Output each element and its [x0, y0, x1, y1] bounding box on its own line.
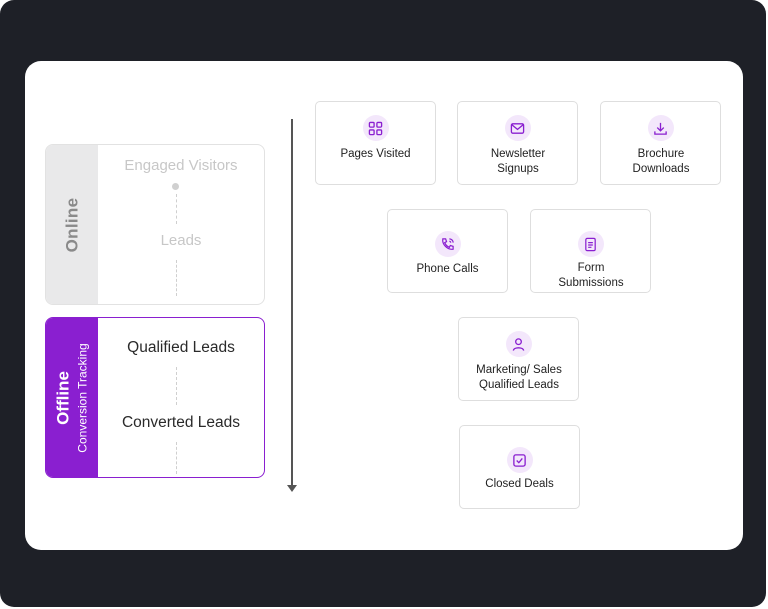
card-label: Brochure Downloads: [632, 148, 690, 175]
stage-connector: [176, 194, 177, 224]
offline-label: Offline: [54, 370, 74, 425]
stage-leads: Leads: [160, 232, 202, 249]
card-label: Closed Deals: [485, 478, 554, 490]
check-square-icon: [506, 447, 533, 473]
card-newsletter-signups: Newsletter Signups: [457, 101, 578, 185]
user-icon: [505, 331, 532, 357]
card-form-submissions: Form Submissions: [530, 209, 651, 293]
online-side-tab: Online: [46, 145, 98, 304]
download-icon: [647, 115, 674, 141]
online-stage-box: Online Engaged Visitors Leads: [45, 144, 265, 305]
stage-connector: [176, 442, 177, 474]
card-label: Newsletter Signups: [490, 148, 546, 175]
offline-stage-box: Offline Conversion Tracking Qualified Le…: [45, 317, 265, 478]
phone-icon: [434, 231, 461, 257]
stage-qualified-leads: Qualified Leads: [127, 339, 235, 356]
stage-engaged-visitors: Engaged Visitors: [124, 157, 238, 174]
card-label: Marketing/ Sales Qualified Leads: [476, 364, 562, 391]
card-marketing-sales-qualified-leads: Marketing/ Sales Qualified Leads: [458, 317, 579, 401]
stage-connector: [176, 367, 177, 405]
offline-side-tab: Offline Conversion Tracking: [46, 318, 98, 477]
card-closed-deals: Closed Deals: [459, 425, 580, 509]
card-label: Phone Calls: [416, 263, 479, 275]
conversion-tracking-label: Conversion Tracking: [76, 342, 91, 453]
mail-icon: [504, 115, 531, 141]
form-document-icon: [577, 231, 604, 257]
card-label: Form Submissions: [558, 262, 624, 289]
flow-arrow-head: [287, 485, 297, 492]
stage-converted-leads: Converted Leads: [121, 414, 241, 431]
stage-connector: [176, 260, 177, 296]
online-label: Online: [62, 197, 82, 252]
card-brochure-downloads: Brochure Downloads: [600, 101, 721, 185]
card-label: Pages Visited: [340, 148, 411, 160]
diagram-panel: Online Engaged Visitors Leads Offline Co…: [25, 61, 743, 550]
stage-dot: [172, 183, 179, 190]
card-pages-visited: Pages Visited: [315, 101, 436, 185]
layout-grid-icon: [362, 115, 389, 141]
flow-arrow-line: [291, 119, 293, 487]
card-phone-calls: Phone Calls: [387, 209, 508, 293]
